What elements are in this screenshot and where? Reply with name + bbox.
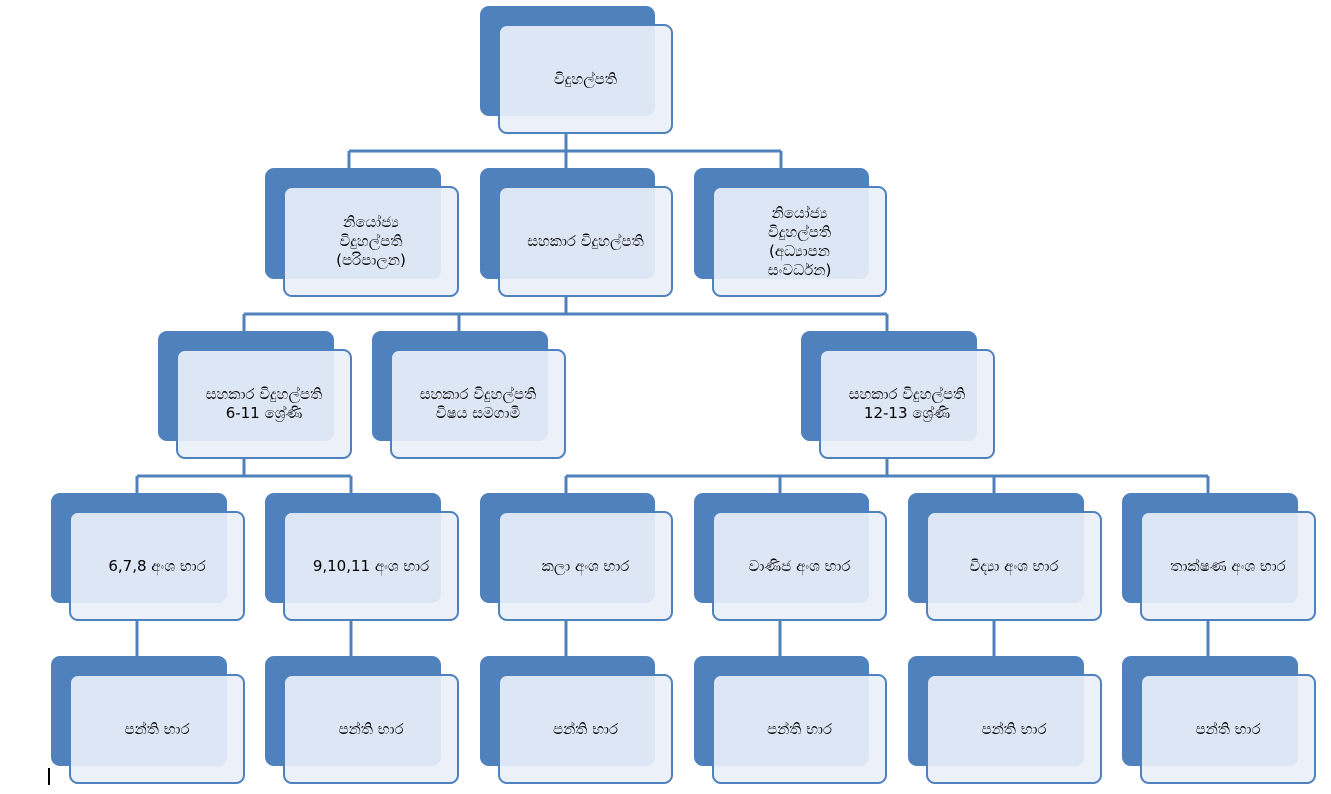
node-class-teacher-3: පන්ති භාර [480, 656, 673, 784]
node-box: සහකාර විදුහල්පති [498, 186, 673, 297]
node-class-teacher-1: පන්ති භාර [51, 656, 245, 784]
node-principal: විදුහල්පති [480, 6, 673, 134]
node-label: 9,10,11 අංශ භාර [312, 556, 430, 575]
connector-12-13-streams [564, 459, 1210, 493]
node-label: නියෝජ්‍ය විදුහල්පති (අධ්‍යාපන සංවර්ධන) [767, 203, 832, 279]
node-assistant-principal: සහකාර විදුහල්පති [480, 168, 673, 297]
node-box: සහකාර විදුහල්පති 12-13 ශ්‍රේණි [819, 349, 995, 459]
node-label: පන්ති භාර [766, 719, 833, 738]
node-box: පන්ති භාර [283, 674, 459, 784]
connector-level2-level3 [242, 297, 889, 331]
node-box: තාක්ෂණ අංශ භාර [1140, 511, 1316, 621]
node-section-technology: තාක්ෂණ අංශ භාර [1122, 493, 1316, 621]
node-box: සහකාර විදුහල්පති 6-11 ශ්‍රේණි [176, 349, 352, 459]
node-ap-grades-12-13: සහකාර විදුහල්පති 12-13 ශ්‍රේණි [801, 331, 995, 459]
node-class-teacher-5: පන්ති භාර [908, 656, 1102, 784]
node-label: පන්ති භාර [338, 719, 404, 738]
node-class-teacher-2: පන්ති භාර [265, 656, 459, 784]
node-box: 6,7,8 අංශ භාර [69, 511, 245, 621]
node-label: සහකාර විදුහල්පති 12-13 ශ්‍රේණි [848, 385, 966, 422]
node-box: කලා අංශ භාර [498, 511, 673, 621]
node-label: විද්‍යා අංශ භාර [969, 556, 1059, 575]
node-box: නියෝජ්‍ය විදුහල්පති (පරිපාලන) [283, 186, 459, 297]
node-section-9-10-11: 9,10,11 අංශ භාර [265, 493, 459, 621]
node-label: විදුහල්පති [553, 69, 618, 88]
node-label: සහකාර විදුහල්පති 6-11 ශ්‍රේණි [205, 385, 323, 422]
node-label: පන්ති භාර [1195, 719, 1261, 738]
node-box: විදුහල්පති [498, 24, 673, 134]
node-label: 6,7,8 අංශ භාර [108, 556, 206, 575]
node-box: පන්ති භාර [1140, 674, 1316, 784]
node-label: තාක්ෂණ අංශ භාර [1170, 556, 1286, 575]
connector-sections-classes [135, 621, 1210, 656]
node-class-teacher-4: පන්ති භාර [694, 656, 887, 784]
node-box: පන්ති භාර [498, 674, 673, 784]
node-box: සහකාර විදුහල්පති විෂය සමගාමී [390, 349, 566, 459]
node-section-6-7-8: 6,7,8 අංශ භාර [51, 493, 245, 621]
connector-root-level2 [347, 134, 783, 168]
node-class-teacher-6: පන්ති භාර [1122, 656, 1316, 784]
node-box: 9,10,11 අංශ භාර [283, 511, 459, 621]
node-section-science: විද්‍යා අංශ භාර [908, 493, 1102, 621]
node-label: සහකාර විදුහල්පති [527, 232, 644, 250]
node-deputy-admin: නියෝජ්‍ය විදුහල්පති (පරිපාලන) [265, 168, 459, 297]
text-cursor [48, 768, 50, 785]
node-label: නියෝජ්‍ය විදුහල්පති (පරිපාලන) [336, 213, 406, 269]
node-ap-grades-6-11: සහකාර විදුහල්පති 6-11 ශ්‍රේණි [158, 331, 352, 459]
node-label: පන්ති භාර [124, 719, 190, 738]
node-label: සහකාර විදුහල්පති විෂය සමගාමී [419, 385, 537, 422]
node-label: පන්ති භාර [981, 719, 1047, 738]
connector-6-11-sections [135, 459, 353, 493]
node-box: නියෝජ්‍ය විදුහල්පති (අධ්‍යාපන සංවර්ධන) [712, 186, 887, 297]
node-box: පන්ති භාර [69, 674, 245, 784]
node-deputy-education-dev: නියෝජ්‍ය විදුහල්පති (අධ්‍යාපන සංවර්ධන) [694, 168, 887, 297]
node-section-arts: කලා අංශ භාර [480, 493, 673, 621]
node-box: විද්‍යා අංශ භාර [926, 511, 1102, 621]
node-box: වාණිජ අංශ භාර [712, 511, 887, 621]
node-label: කලා අංශ භාර [541, 556, 630, 575]
node-label: වාණිජ අංශ භාර [748, 556, 851, 575]
node-label: පන්ති භාර [552, 719, 619, 738]
node-box: පන්ති භාර [712, 674, 887, 784]
node-box: පන්ති භාර [926, 674, 1102, 784]
node-ap-cocurricular: සහකාර විදුහල්පති විෂය සමගාමී [372, 331, 566, 459]
node-section-commerce: වාණිජ අංශ භාර [694, 493, 887, 621]
